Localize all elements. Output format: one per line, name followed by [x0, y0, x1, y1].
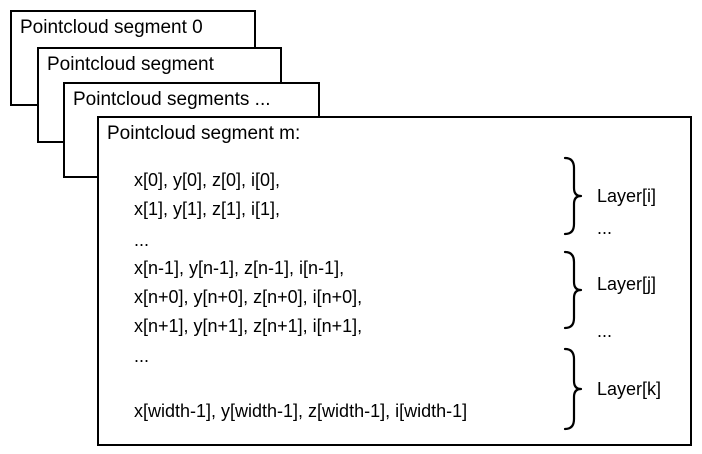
segment-title: Pointcloud segment m:: [107, 123, 301, 144]
layer-i-brace: [563, 156, 583, 236]
layer-i-label: Layer[i]: [597, 186, 657, 206]
point-row: x[n+1], y[n+1], z[n+1], i[n+1],: [134, 316, 363, 336]
ellipsis-row: ...: [134, 346, 150, 366]
point-row: x[0], y[0], z[0], i[0],: [134, 170, 281, 190]
point-row: x[1], y[1], z[1], i[1],: [134, 199, 281, 219]
segment-title: Pointcloud segments ...: [73, 89, 271, 110]
layer-k-brace: [563, 347, 583, 431]
point-row: x[n-1], y[n-1], z[n-1], i[n-1],: [134, 258, 345, 278]
pointcloud-segment-m-box: Pointcloud segment m: x[0], y[0], z[0], …: [97, 116, 692, 446]
layer-j-ellipsis: ...: [597, 321, 613, 341]
segment-title: Pointcloud segment: [47, 54, 214, 75]
segment-title: Pointcloud segment 0: [20, 17, 203, 38]
layer-k-label: Layer[k]: [597, 379, 662, 399]
layer-j-label: Layer[j]: [597, 274, 657, 294]
point-row: x[n+0], y[n+0], z[n+0], i[n+0],: [134, 287, 363, 307]
layer-j-brace: [563, 250, 583, 330]
point-row: x[width-1], y[width-1], z[width-1], i[wi…: [134, 401, 468, 421]
layer-i-ellipsis: ...: [597, 218, 613, 238]
ellipsis-row: ...: [134, 230, 150, 250]
